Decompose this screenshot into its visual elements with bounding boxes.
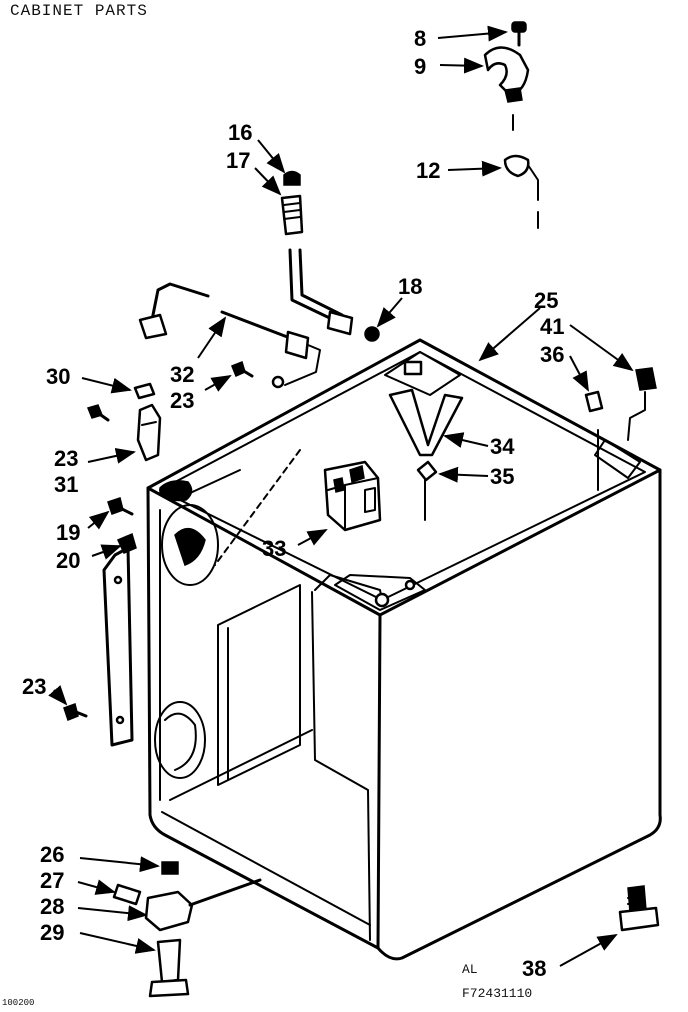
callout-23-upper-left: 23 <box>54 446 78 471</box>
part-19-screw <box>107 497 134 516</box>
part-12-grommet <box>503 154 539 229</box>
part-23-screw-c <box>63 703 88 721</box>
callout-29: 29 <box>40 920 64 945</box>
part-18-nut <box>364 326 380 342</box>
callout-34: 34 <box>490 434 515 459</box>
part-28-bracket <box>144 878 262 932</box>
diagram-title: CABINET PARTS <box>10 2 148 20</box>
part-23-screw-b <box>231 360 254 378</box>
part-36-bolt <box>584 390 604 413</box>
leader-lines <box>48 25 634 967</box>
callout-32: 32 <box>170 362 194 387</box>
part-33-switch <box>323 460 382 532</box>
callout-16: 16 <box>228 120 252 145</box>
part-41-latch <box>627 367 657 441</box>
callout-23-lower: 23 <box>22 674 46 699</box>
callout-36: 36 <box>540 342 564 367</box>
part-35-nut <box>416 460 438 482</box>
callout-23-upper-right: 23 <box>170 388 194 413</box>
callout-35: 35 <box>490 464 514 489</box>
callout-33: 33 <box>262 536 286 561</box>
callout-8: 8 <box>414 26 426 51</box>
callout-17: 17 <box>226 148 250 173</box>
part-23-screw-a <box>86 404 110 422</box>
callout-41: 41 <box>540 314 564 339</box>
part-32-wire-harness <box>138 282 321 389</box>
callout-19: 19 <box>56 520 80 545</box>
part-38-bolt <box>618 885 660 932</box>
callout-26: 26 <box>40 842 64 867</box>
part-8-screw <box>511 21 527 47</box>
part-29-leveling-foot <box>148 938 190 998</box>
callout-25: 25 <box>534 288 558 313</box>
part-31-bracket <box>136 403 162 462</box>
callout-38: 38 <box>522 956 546 981</box>
callout-12: 12 <box>416 158 440 183</box>
left-wall-hub <box>154 504 219 779</box>
callout-31: 31 <box>54 472 78 497</box>
callout-30: 30 <box>46 364 70 389</box>
part-26-nut <box>161 861 179 875</box>
callout-27: 27 <box>40 868 64 893</box>
callout-28: 28 <box>40 894 64 919</box>
part-34-bracket <box>388 388 464 457</box>
footer-code-left: AL <box>462 962 478 977</box>
side-panel-bracket <box>102 449 301 747</box>
callout-9: 9 <box>414 54 426 79</box>
corner-code: 100200 <box>2 998 35 1008</box>
cabinet-body <box>146 338 662 961</box>
callout-20: 20 <box>56 548 80 573</box>
part-9-clamp <box>483 46 530 131</box>
callout-labels: 8 9 12 16 17 18 25 41 36 30 32 23 23 31 … <box>22 26 564 981</box>
part-16-17-fill-hose <box>280 170 354 336</box>
part-30-clip <box>133 382 156 400</box>
part-20-clip <box>116 532 137 554</box>
footer-code-right: F72431110 <box>462 986 533 1001</box>
callout-18: 18 <box>398 274 422 299</box>
part-27-pin <box>112 883 142 906</box>
